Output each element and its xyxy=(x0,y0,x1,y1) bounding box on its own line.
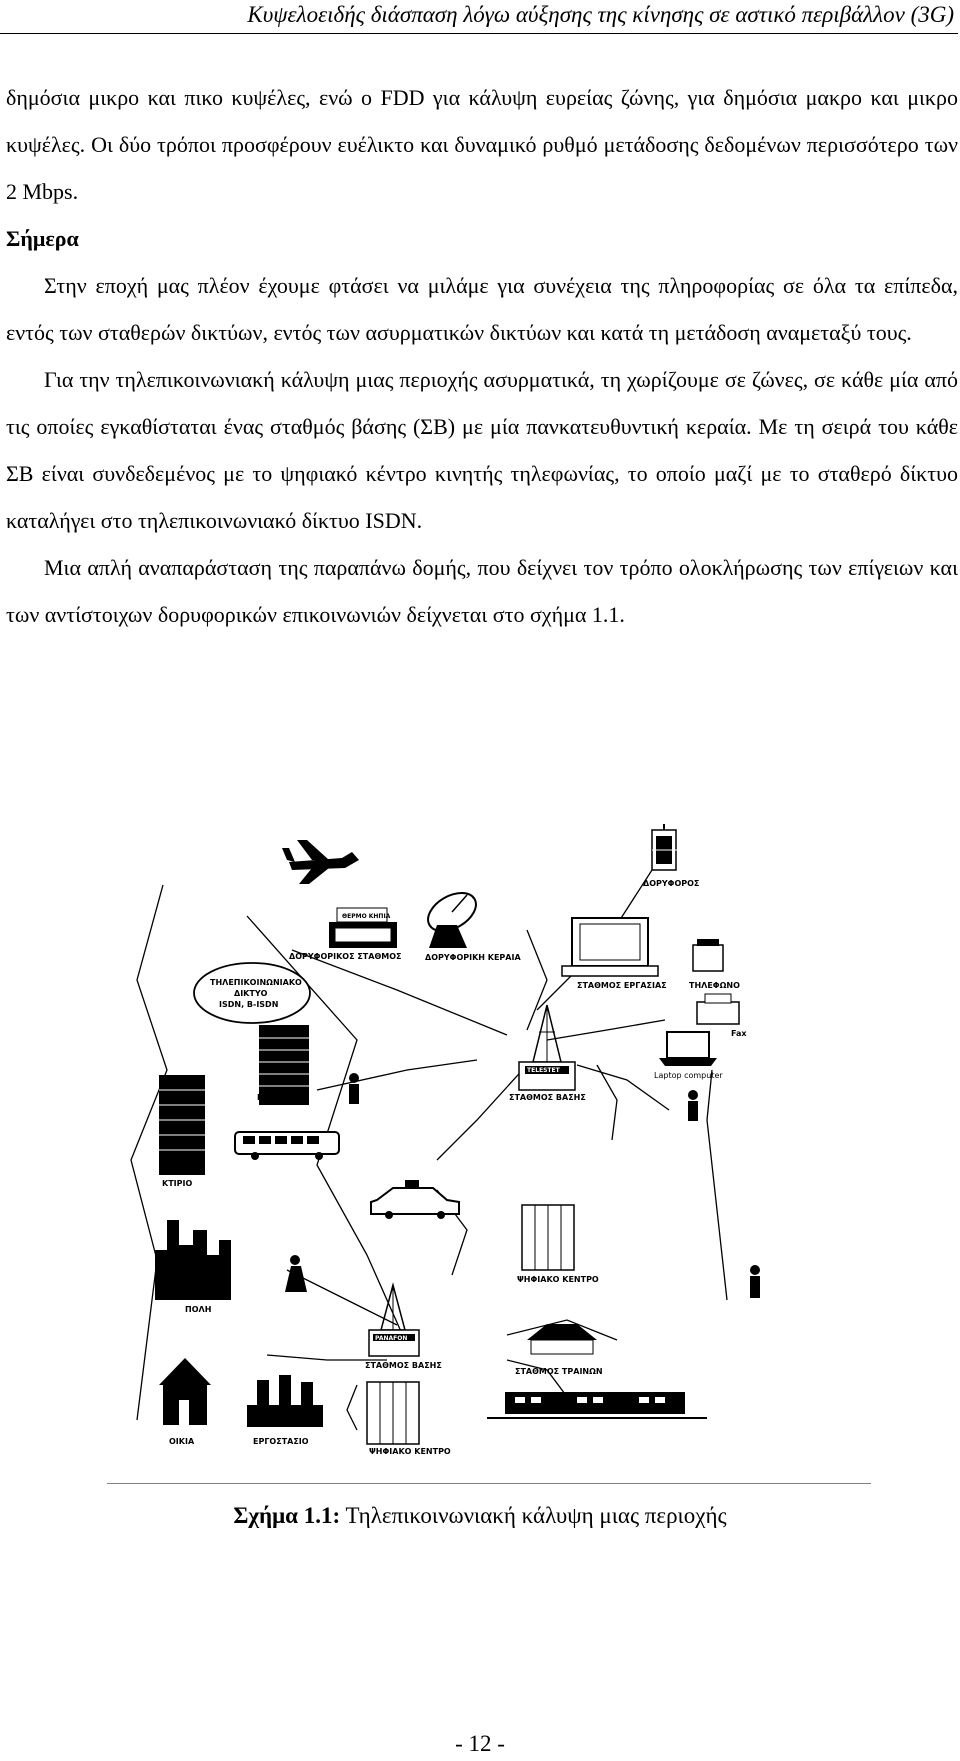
label-house: ΟΙΚΙΑ xyxy=(169,1437,195,1446)
city-icon xyxy=(155,1220,231,1300)
label-telephone: ΤΗΛΕΦΩΝΟ xyxy=(689,981,740,990)
header-title: Κυψελοειδής διάσπαση λόγω αύξησης της κί… xyxy=(247,2,954,27)
label-building-1: ΚΤΙΡΙΟ xyxy=(257,1093,287,1102)
label-workstation: ΣΤΑΘΜΟΣ ΕΡΓΑΣΙΑΣ xyxy=(577,981,667,990)
label-city: ΠΟΛΗ xyxy=(185,1305,211,1314)
label-base-station-1: ΣΤΑΘΜΟΣ ΒΑΣΗΣ xyxy=(509,1093,586,1102)
label-digital-center-2: ΨΗΦΙΑΚΟ ΚΕΝΤΡΟ xyxy=(369,1447,451,1456)
running-header: Κυψελοειδής διάσπαση λόγω αύξησης της κί… xyxy=(0,0,958,34)
paragraph-1: δημόσια μικρο και πικο κυψέλες, ενώ ο FD… xyxy=(6,85,958,204)
earth-station-building xyxy=(329,907,397,948)
paragraph-2: Στην εποχή μας πλέον έχουμε φτάσει να μι… xyxy=(6,273,958,345)
section-heading: Σήμερα xyxy=(6,226,79,251)
satellite-icon xyxy=(651,824,677,871)
satellite-dish-icon xyxy=(427,892,477,948)
workstation-icon xyxy=(561,917,659,977)
office-building-2-icon xyxy=(159,1075,205,1175)
label-network-1: ΤΗΛΕΠΙΚΟΙΝΩΝΙΑΚΟ xyxy=(210,978,302,987)
caption-text: Τηλεπικοινωνιακή κάλυψη μιας περιοχής xyxy=(340,1503,727,1528)
house-icon xyxy=(159,1358,211,1425)
page-number: - 12 - xyxy=(455,1731,505,1756)
train-station-icon xyxy=(527,1324,597,1355)
label-digital-center-1: ΨΗΦΙΑΚΟ ΚΕΝΤΡΟ xyxy=(517,1275,599,1284)
paragraph-4: Μια απλή αναπαράσταση της παραπάνω δομής… xyxy=(6,555,958,627)
label-factory: ΕΡΓΟΣΤΑΣΙΟ xyxy=(253,1437,309,1446)
person-icons xyxy=(285,1073,760,1298)
label-earth-station: ΔΟΡΥΦΟΡΙΚΟΣ ΣΤΑΘΜΟΣ xyxy=(289,952,401,961)
telephone-icon xyxy=(692,939,724,972)
airplane-icon xyxy=(282,840,359,884)
taxi-icon xyxy=(370,1180,460,1219)
base-station-2-icon xyxy=(368,1282,420,1357)
label-tower-sign-2: PANAFON xyxy=(375,1335,407,1342)
paragraph-3: Για την τηλεπικοινωνιακή κάλυψη μιας περ… xyxy=(6,367,958,533)
fax-icon xyxy=(696,993,740,1025)
label-dish-line: ΔΟΡΥΦΟΡΙΚΗ ΚΕΡΑΙΑ xyxy=(425,953,521,962)
digital-center-2-icon xyxy=(366,1381,420,1445)
figure-caption: Σχήμα 1.1: Τηλεπικοινωνιακή κάλυψη μιας … xyxy=(0,1503,960,1529)
network-figure: ΔΟΡΥΦΟΡΟΣ ΘΕΡΜΟ ΚΗΠΙΑ ΔΟΡΥΦΟΡΙΚΟΣ ΣΤΑΘΜΟ… xyxy=(107,800,871,1484)
label-network-2: ΔΙΚΤΥΟ xyxy=(234,989,268,998)
office-building-icon xyxy=(259,1025,309,1105)
label-tower-sign-1: TELESTET xyxy=(527,1067,561,1074)
digital-center-icon xyxy=(521,1204,575,1271)
label-train-station: ΣΤΑΘΜΟΣ ΤΡΑΙΝΩΝ xyxy=(515,1367,603,1376)
label-fax: Fax xyxy=(731,1029,747,1038)
label-base-station-2: ΣΤΑΘΜΟΣ ΒΑΣΗΣ xyxy=(365,1361,442,1370)
caption-prefix: Σχήμα 1.1: xyxy=(233,1503,341,1528)
laptop-icon xyxy=(659,1031,717,1066)
bus-icon xyxy=(234,1131,340,1160)
label-building-2: ΚΤΙΡΙΟ xyxy=(162,1179,192,1188)
label-laptop: Laptop computer xyxy=(654,1071,723,1080)
body-text: δημόσια μικρο και πικο κυψέλες, ενώ ο FD… xyxy=(6,74,958,638)
train-icon xyxy=(487,1392,707,1419)
network-diagram: ΔΟΡΥΦΟΡΟΣ ΘΕΡΜΟ ΚΗΠΙΑ ΔΟΡΥΦΟΡΙΚΟΣ ΣΤΑΘΜΟ… xyxy=(107,824,871,1484)
label-greenhouse: ΘΕΡΜΟ ΚΗΠΙΑ xyxy=(342,913,391,920)
factory-icon xyxy=(247,1375,323,1427)
label-network-3: ISDN, B-ISDN xyxy=(219,1000,278,1009)
base-station-tower-icon xyxy=(518,1004,576,1091)
label-satellite: ΔΟΡΥΦΟΡΟΣ xyxy=(643,879,699,888)
network-cloud-icon xyxy=(193,962,311,1024)
